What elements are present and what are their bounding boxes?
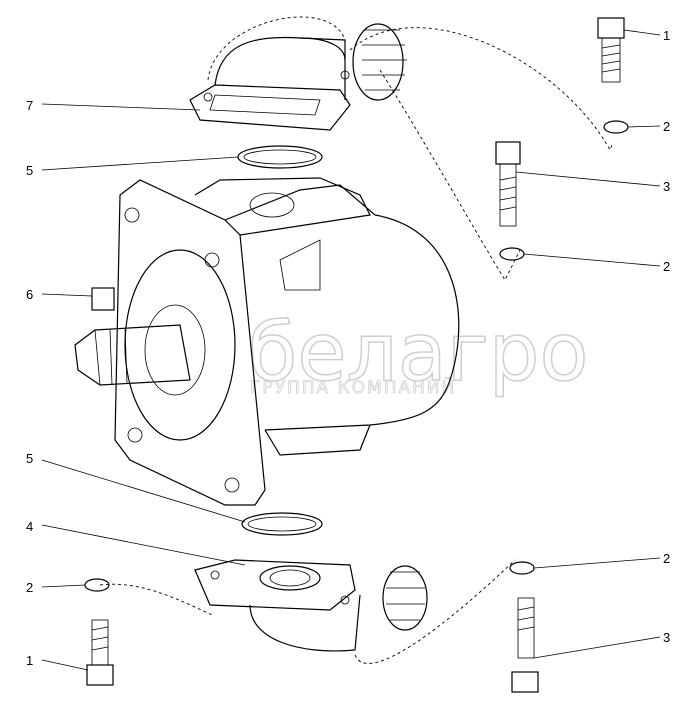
bottom-elbow-flange	[194, 559, 428, 652]
callout-6: 6	[26, 287, 33, 302]
watermark: белагро ГРУППА КОМПАНИЙ	[247, 305, 589, 400]
washer	[499, 247, 525, 261]
callout-3: 3	[663, 179, 670, 194]
watermark-brand: белагро	[248, 306, 588, 399]
callout-3: 3	[663, 630, 670, 645]
gear-pump-body	[74, 177, 460, 506]
callout-2: 2	[663, 259, 670, 274]
callout-2: 2	[663, 119, 670, 134]
callout-2: 2	[26, 580, 33, 595]
bolt-bottom-left	[86, 619, 114, 686]
callout-1: 1	[663, 28, 670, 43]
watermark-tagline: ГРУППА КОМПАНИЙ	[250, 376, 456, 398]
washer	[509, 561, 535, 575]
washer	[84, 578, 110, 592]
leader-lines	[41, 29, 661, 671]
washer	[603, 120, 629, 134]
bolt-middle-right	[495, 141, 521, 227]
o-ring-bottom	[241, 512, 323, 536]
callout-5: 5	[26, 163, 33, 178]
bolt-bottom-right	[511, 597, 539, 693]
callout-4: 4	[26, 519, 33, 534]
o-ring-top	[237, 145, 323, 169]
callout-1: 1	[26, 653, 33, 668]
bolt-top-right	[597, 17, 625, 83]
callout-7: 7	[26, 98, 33, 113]
callout-5: 5	[26, 451, 33, 466]
callout-2: 2	[663, 551, 670, 566]
top-elbow-flange	[189, 23, 407, 131]
